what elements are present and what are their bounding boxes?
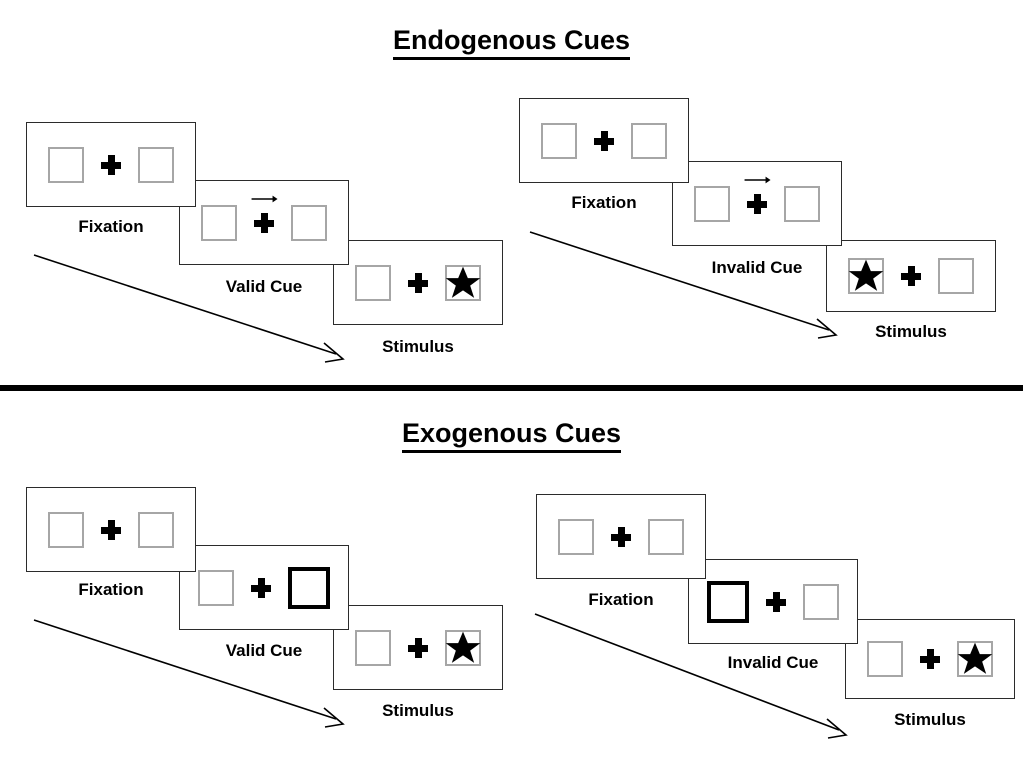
panel-endogenous-invalid-stimulus xyxy=(826,240,996,312)
right-placeholder-box xyxy=(631,122,667,159)
left-placeholder-box xyxy=(867,641,903,677)
panel-endogenous-valid-fixation xyxy=(26,122,196,207)
section-title-endogenous: Endogenous Cues xyxy=(0,25,1023,60)
arrow-right-cue-icon xyxy=(251,195,278,202)
caption-exogenous-invalid-cue: Invalid Cue xyxy=(727,653,819,672)
left-placeholder-box xyxy=(355,264,391,301)
fixation-cross-icon xyxy=(101,154,121,175)
panel-exogenous-valid-fixation xyxy=(26,487,196,572)
fixation-cross-icon xyxy=(254,212,274,233)
caption-exogenous-valid-fixation: Fixation xyxy=(78,580,144,599)
fixation-cross-icon xyxy=(766,591,786,612)
right-placeholder-box xyxy=(138,146,174,183)
left-placeholder-box xyxy=(48,146,84,183)
panel-endogenous-valid-cue xyxy=(179,180,349,265)
caption-exogenous-invalid-stimulus: Stimulus xyxy=(894,710,966,729)
left-placeholder-box xyxy=(558,518,594,555)
left-placeholder-box xyxy=(355,629,391,666)
fixation-cross-wrap xyxy=(594,130,614,151)
display-row xyxy=(48,146,174,183)
right-cued-box xyxy=(288,566,330,609)
right-placeholder-box xyxy=(938,258,974,294)
fixation-cross-icon xyxy=(901,266,921,286)
star-target-icon xyxy=(957,642,993,674)
fixation-cross-wrap xyxy=(611,526,631,547)
right-target-box xyxy=(445,264,481,301)
fixation-cross-icon xyxy=(408,272,428,293)
fixation-cross-wrap xyxy=(766,591,786,612)
left-placeholder-box xyxy=(48,511,84,548)
section-title-endogenous-text: Endogenous Cues xyxy=(392,25,630,60)
caption-endogenous-invalid-fixation: Fixation xyxy=(571,193,637,212)
display-row xyxy=(848,258,974,294)
caption-exogenous-invalid-fixation: Fixation xyxy=(588,590,654,609)
caption-exogenous-valid-stimulus: Stimulus xyxy=(382,701,454,720)
panel-exogenous-invalid-cue xyxy=(688,559,858,644)
fixation-cross-icon xyxy=(101,519,121,540)
star-target-icon xyxy=(445,266,481,298)
panel-endogenous-invalid-cue xyxy=(672,161,842,246)
right-target-box xyxy=(957,641,993,677)
right-placeholder-box xyxy=(803,583,839,620)
display-row xyxy=(541,122,667,159)
right-placeholder-box xyxy=(138,511,174,548)
fixation-cross-icon xyxy=(594,130,614,151)
fixation-cross-wrap xyxy=(920,649,940,669)
fixation-cross-wrap xyxy=(101,154,121,175)
right-placeholder-box xyxy=(648,518,684,555)
right-placeholder-box xyxy=(784,185,820,222)
arrow-right-cue-icon xyxy=(744,176,771,183)
caption-endogenous-valid-fixation: Fixation xyxy=(78,217,144,236)
display-row xyxy=(48,511,174,548)
panel-exogenous-valid-stimulus xyxy=(333,605,503,690)
left-placeholder-box xyxy=(201,204,237,241)
panel-exogenous-invalid-fixation xyxy=(536,494,706,579)
display-row xyxy=(558,518,684,555)
section-title-exogenous-text: Exogenous Cues xyxy=(401,418,622,453)
fixation-cross-wrap xyxy=(744,176,771,214)
fixation-cross-wrap xyxy=(251,195,278,233)
caption-endogenous-valid-cue: Valid Cue xyxy=(225,277,303,296)
left-placeholder-box xyxy=(541,122,577,159)
fixation-cross-icon xyxy=(920,649,940,669)
fixation-cross-wrap xyxy=(101,519,121,540)
section-title-exogenous: Exogenous Cues xyxy=(0,418,1023,453)
panel-exogenous-invalid-stimulus xyxy=(845,619,1015,699)
panel-endogenous-invalid-fixation xyxy=(519,98,689,183)
caption-exogenous-valid-cue: Valid Cue xyxy=(225,641,303,660)
display-row xyxy=(867,641,993,677)
caption-endogenous-invalid-cue: Invalid Cue xyxy=(711,258,803,277)
fixation-cross-wrap xyxy=(901,266,921,286)
display-row xyxy=(198,566,330,609)
caption-endogenous-invalid-stimulus: Stimulus xyxy=(875,322,947,341)
right-target-box xyxy=(445,629,481,666)
display-row xyxy=(694,176,820,222)
fixation-cross-icon xyxy=(611,526,631,547)
star-target-icon xyxy=(848,259,884,291)
star-target-icon xyxy=(445,631,481,663)
display-row xyxy=(355,629,481,666)
fixation-cross-icon xyxy=(747,193,767,214)
section-divider xyxy=(0,385,1023,391)
display-row xyxy=(707,580,839,623)
left-placeholder-box xyxy=(694,185,730,222)
left-placeholder-box xyxy=(198,569,234,606)
right-placeholder-box xyxy=(291,204,327,241)
left-target-box xyxy=(848,258,884,294)
left-cued-box xyxy=(707,580,749,623)
display-row xyxy=(201,195,327,241)
fixation-cross-wrap xyxy=(408,272,428,293)
panel-exogenous-valid-cue xyxy=(179,545,349,630)
caption-endogenous-valid-stimulus: Stimulus xyxy=(382,337,454,356)
display-row xyxy=(355,264,481,301)
fixation-cross-icon xyxy=(251,577,271,598)
fixation-cross-icon xyxy=(408,637,428,658)
panel-endogenous-valid-stimulus xyxy=(333,240,503,325)
fixation-cross-wrap xyxy=(408,637,428,658)
fixation-cross-wrap xyxy=(251,577,271,598)
